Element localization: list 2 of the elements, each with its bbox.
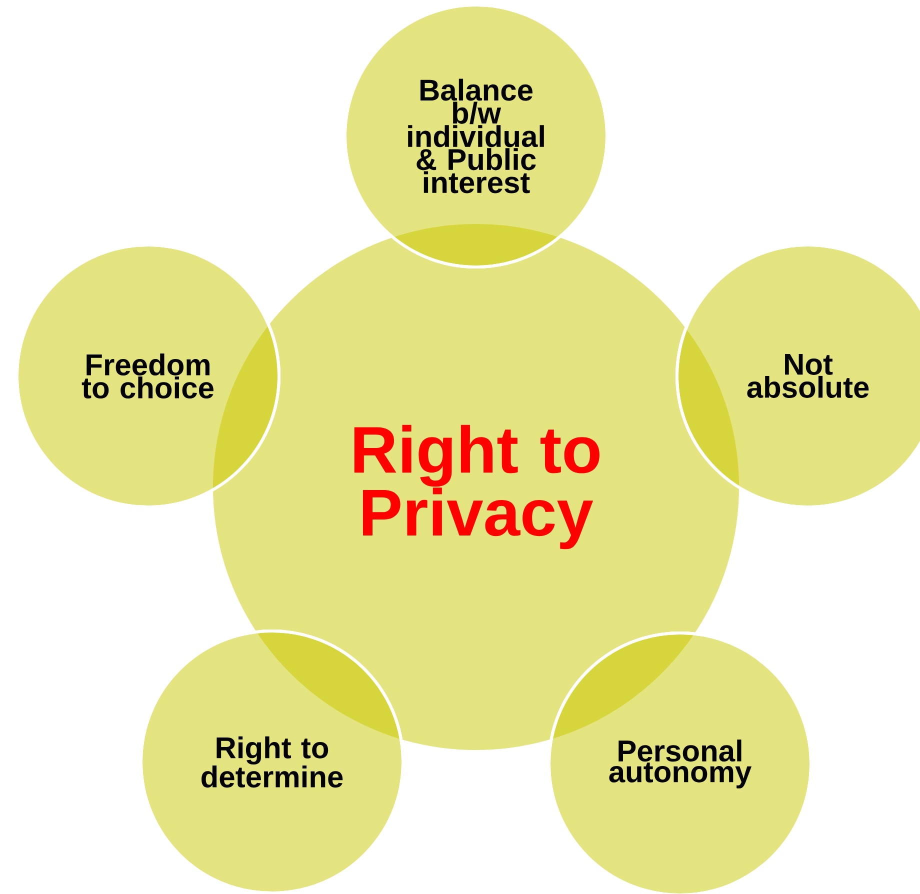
node-label: Right to Privacy <box>354 424 600 550</box>
node-label: Not absolute <box>747 354 869 398</box>
